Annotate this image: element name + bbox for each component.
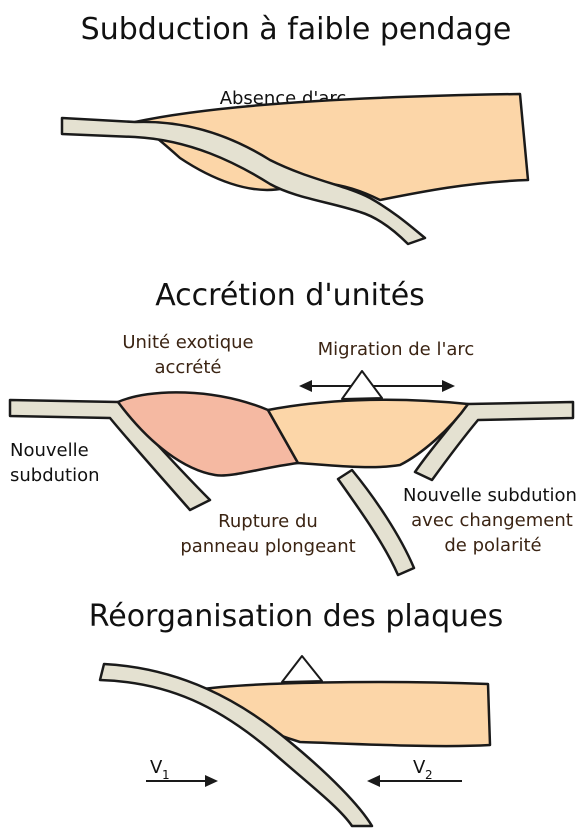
velocity-v1: V 1 [146,757,218,787]
label-slab-break-2: panneau plongeant [180,536,355,557]
volcanic-arc-3 [282,656,322,682]
arrow-right-head [442,380,455,392]
label-polarity-1: Nouvelle subdution [403,485,577,506]
exotic-unit [118,392,298,475]
label-polarity-2: avec changement [411,510,573,531]
label-new-subduction-2: subdution [10,465,100,486]
v1-arrow-head [205,775,218,787]
label-new-subduction-1: Nouvelle [10,440,89,461]
label-exotic-unit-1: Unité exotique [122,332,253,353]
label-polarity-3: de polarité [444,535,541,556]
v1-index: 1 [162,768,170,782]
arrow-left-head [299,380,312,392]
panel-title-accretion: Accrétion d'unités [155,278,425,313]
panel-flat-subduction: Subduction à faible pendage Absence d'ar… [62,12,528,244]
panel-title-reorganisation: Réorganisation des plaques [89,599,503,634]
panel-title-flat-subduction: Subduction à faible pendage [81,12,512,47]
label-exotic-unit-2: accrété [154,357,221,378]
velocity-v2: V 2 [367,757,462,787]
panel-accretion: Accrétion d'unités Unité exotique accrét… [10,278,577,575]
panel-reorganisation: Réorganisation des plaques V 1 V 2 [89,599,503,826]
v2-index: 2 [425,768,433,782]
label-slab-break-1: Rupture du [218,511,318,532]
label-arc-migration: Migration de l'arc [318,339,475,360]
v2-arrow-head [367,775,380,787]
